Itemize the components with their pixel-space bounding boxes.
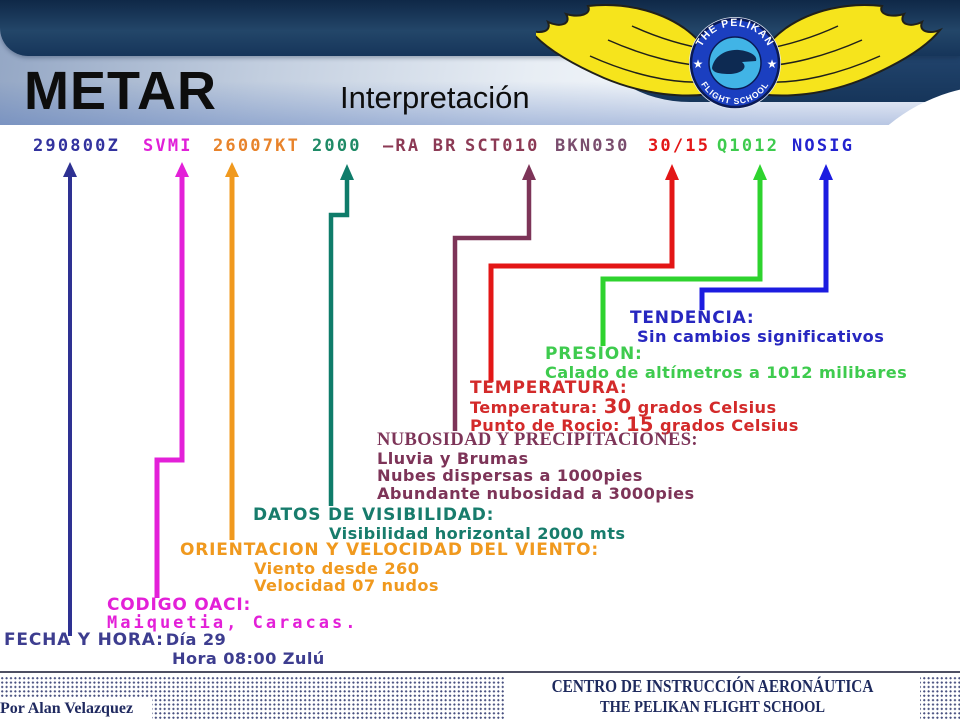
arrow-tendencia [699,164,833,310]
annotation-line: Nubes dispersas a 1000pies [377,466,643,485]
page-subtitle: Interpretación [340,80,530,115]
annotation-nubosidad: NUBOSIDAD Y PRECIPITACIONES: Lluvia y Br… [377,430,698,503]
arrow-presion [600,164,767,346]
metar-token-pressure: Q1012 [717,136,780,156]
org-line-2: THE PELIKAN FLIGHT SCHOOL [600,697,825,716]
metar-token-temp-dew: 30/15 [648,136,711,156]
star-left-icon: ★ [693,57,704,71]
arrow-visibilidad [328,164,354,506]
annotation-line: Punto de Rocio: 15 grados Celsius [470,413,799,436]
footer-author: Por Alan Velazquez [0,697,152,720]
annotation-temperatura: TEMPERATURA: Temperatura: 30 grados Cels… [470,378,799,436]
annotation-heading: NUBOSIDAD Y PRECIPITACIONES: [377,430,698,450]
annotation-heading: FECHA Y HORA: [4,630,164,650]
annotation-line: Hora 08:00 Zulú [172,648,325,668]
annotation-heading: PRESION: [545,344,643,364]
metar-token-station: SVMI [143,136,193,156]
metar-token-bkn: BKN030 [555,136,630,156]
annotation-line: Calado de altímetros a 1012 milibares [545,362,908,382]
metar-token-sct: SCT010 [465,136,540,156]
arrow-nubosidad [452,164,536,431]
annotation-codigo: CODIGO OACI: Maiquetia, Caracas. [107,595,359,633]
annotation-line: Lluvia y Brumas [377,448,529,468]
emblem-badge: ★ ★ THE PELIKAN FLIGHT SCHOOL [689,17,781,109]
star-right-icon: ★ [767,57,778,71]
annotation-line: Maiquetia, Caracas. [107,612,359,633]
annotation-heading: CODIGO OACI: [107,595,252,615]
footer-organization: CENTRO DE INSTRUCCIÓN AERONÁUTICA THE PE… [505,675,920,720]
annotation-line: Abundante nubosidad a 3000pies [377,483,695,503]
annotation-heading: DATOS DE VISIBILIDAD: [253,505,495,525]
annotation-heading: TEMPERATURA: [470,378,628,398]
metar-token-weather: –RA BR [383,136,458,156]
annotation-line: Sin cambios significativos [637,326,885,346]
arrow-codigo [154,162,189,598]
annotation-viento: ORIENTACION Y VELOCIDAD DEL VIENTO: Vien… [180,540,599,595]
metar-token-time: 290800Z [33,136,121,156]
left-wing-icon [536,4,724,97]
author-text: Por Alan Velazquez [0,699,134,717]
annotation-line: Viento desde 260 [254,558,420,578]
org-line-1: CENTRO DE INSTRUCCIÓN AERONÁUTICA [551,676,874,696]
arrow-viento [225,162,239,540]
arrow-fecha [63,162,77,636]
annotation-line: FECHA Y HORA:Día 29 [4,630,227,650]
annotation-line: Temperatura: 30 grados Celsius [470,394,777,418]
annotation-tendencia: TENDENCIA: Sin cambios significativos [630,308,885,346]
annotation-fecha: FECHA Y HORA:Día 29 Hora 08:00 Zulú [4,631,325,667]
pelikan-wings-logo: ★ ★ THE PELIKAN FLIGHT SCHOOL [536,4,944,109]
metar-token-visibility: 2000 [312,136,362,156]
annotation-presion: PRESION: Calado de altímetros a 1012 mil… [545,344,908,382]
annotation-line: Visibilidad horizontal 2000 mts [329,523,626,543]
metar-token-trend: NOSIG [792,136,855,156]
annotation-heading: ORIENTACION Y VELOCIDAD DEL VIENTO: [180,540,599,560]
annotation-visibilidad: DATOS DE VISIBILIDAD: Visibilidad horizo… [253,505,626,543]
metar-token-wind: 26007KT [213,136,301,156]
pelican-icon [712,49,757,74]
page-title: METAR [24,61,217,121]
footer-divider [0,671,960,673]
arrow-temperatura [488,164,679,382]
annotation-line: Velocidad 07 nudos [254,576,439,595]
annotation-heading: TENDENCIA: [630,308,755,328]
